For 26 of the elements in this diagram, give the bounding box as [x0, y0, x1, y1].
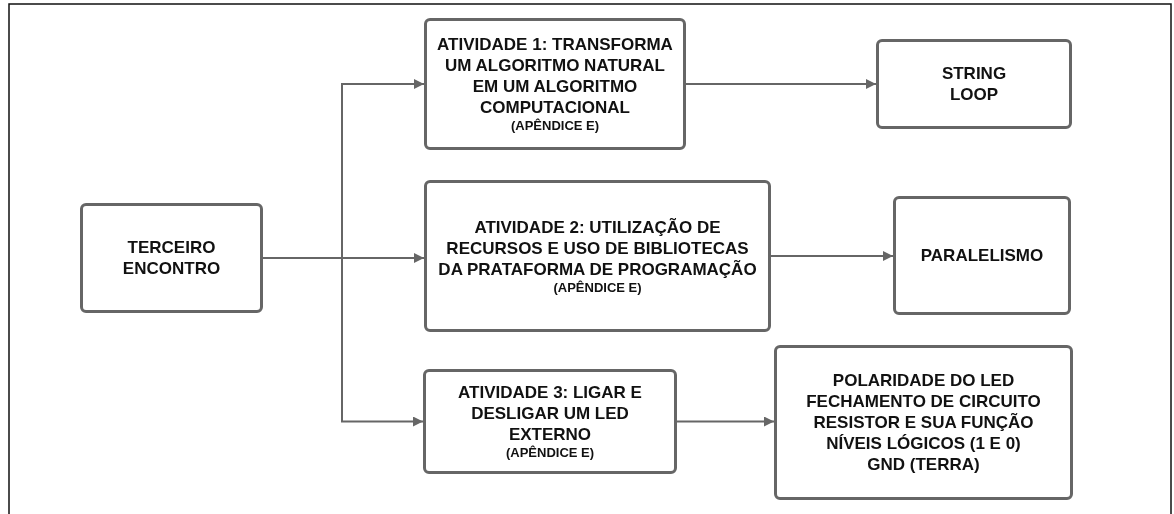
- box-text: ATIVIDADE 2: UTILIZAÇÃO DE RECURSOS E USO DE BIBLIOTECAS DA PRATAFORMA DE PROGRAMAÇÃO: [437, 216, 758, 280]
- box-text: ATIVIDADE 3: LIGAR E DESLIGAR UM LED EXTERNO: [457, 382, 643, 445]
- box-text: LOOP: [949, 84, 999, 105]
- box-text: PARALELISMO: [920, 245, 1044, 266]
- process-box: [80, 203, 263, 313]
- reference-note: (APÊNDICE E): [553, 279, 642, 296]
- reference-note: (APÊNDICE E): [510, 118, 600, 134]
- box-text: STRING: [941, 63, 1007, 84]
- arrow: [685, 79, 877, 89]
- reference-note: (APÊNDICE E): [505, 445, 595, 461]
- box-text: GND (TERRA): [867, 454, 980, 475]
- arrow: [770, 251, 894, 261]
- box-text: TERCEIRO ENCONTRO: [121, 237, 222, 279]
- box-text: NÍVEIS LÓGICOS (1 E 0): [826, 433, 1021, 454]
- process-box: [876, 39, 1072, 129]
- process-box: [774, 345, 1073, 500]
- arrow: [676, 416, 775, 427]
- process-box: [424, 18, 686, 150]
- box-text: ATIVIDADE 1: TRANSFORMA UM ALGORITMO NATURAL EM UM ALGORITMO COMPUTACIONAL: [437, 34, 673, 118]
- process-box: [424, 180, 771, 332]
- box-text: FECHAMENTO DE CIRCUITO: [806, 391, 1041, 412]
- process-box: [893, 196, 1071, 315]
- box-text: POLARIDADE DO LED: [832, 370, 1015, 391]
- process-box: [423, 369, 677, 474]
- arrow: [262, 257, 424, 427]
- box-text: RESISTOR E SUA FUNÇÃO: [813, 412, 1034, 433]
